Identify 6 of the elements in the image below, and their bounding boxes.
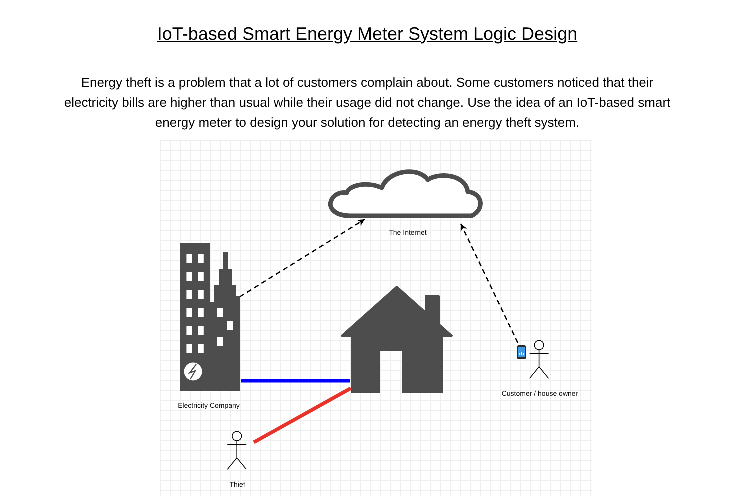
dashed-arrow (460, 224, 519, 344)
dashed-arrow (240, 218, 366, 298)
connector-line (253, 386, 352, 444)
page-title: IoT-based Smart Energy Meter System Logic Design (157, 23, 578, 46)
connector-line (241, 379, 350, 383)
intro-paragraph: Energy theft is a problem that a lot of customers complain about. Some customers noticed that their electricity bills are higher than usual while their usage did not change. Use the idea of an IoT-based smart energy meter to design your solution for detecting an energy theft system. (63, 74, 672, 132)
